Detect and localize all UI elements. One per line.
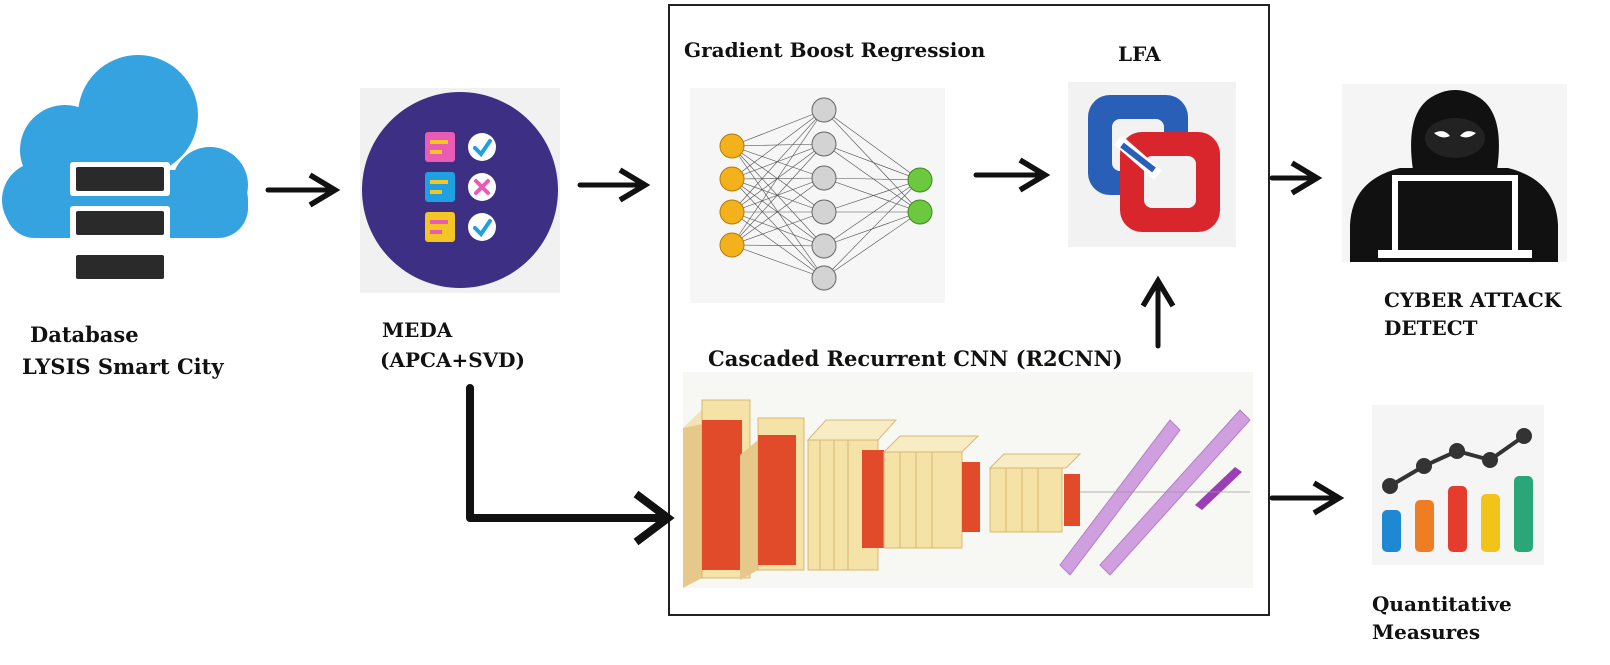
flow-arrows [265,157,1345,546]
cyber-label-line1: CYBER ATTACK [1384,288,1562,312]
model-frame [668,4,1270,616]
quant-label-line1: Quantitative [1372,592,1512,616]
meda-label-line2: (APCA+SVD) [380,348,525,372]
quant-label-line2: Measures [1372,620,1481,644]
cyber-label-line2: DETECT [1384,316,1478,340]
cnn-layers-icon [683,372,1253,588]
lfa-title: LFA [1118,42,1161,66]
meda-label-line1: MEDA [382,318,453,342]
checklist-icon [360,88,560,293]
gbr-title: Gradient Boost Regression [684,38,986,62]
neural-network-icon [690,88,945,303]
hacker-icon [1342,84,1567,262]
arrow-meda-to-r2cnn [466,384,675,546]
link-icon [1068,82,1236,247]
database-label-line1: Database [30,322,139,347]
cloud-database-icon [2,55,248,284]
r2cnn-title: Cascaded Recurrent CNN (R2CNN) [708,346,1123,371]
database-label-line2: LYSIS Smart City [22,354,224,379]
bar-line-chart-icon [1372,405,1544,565]
